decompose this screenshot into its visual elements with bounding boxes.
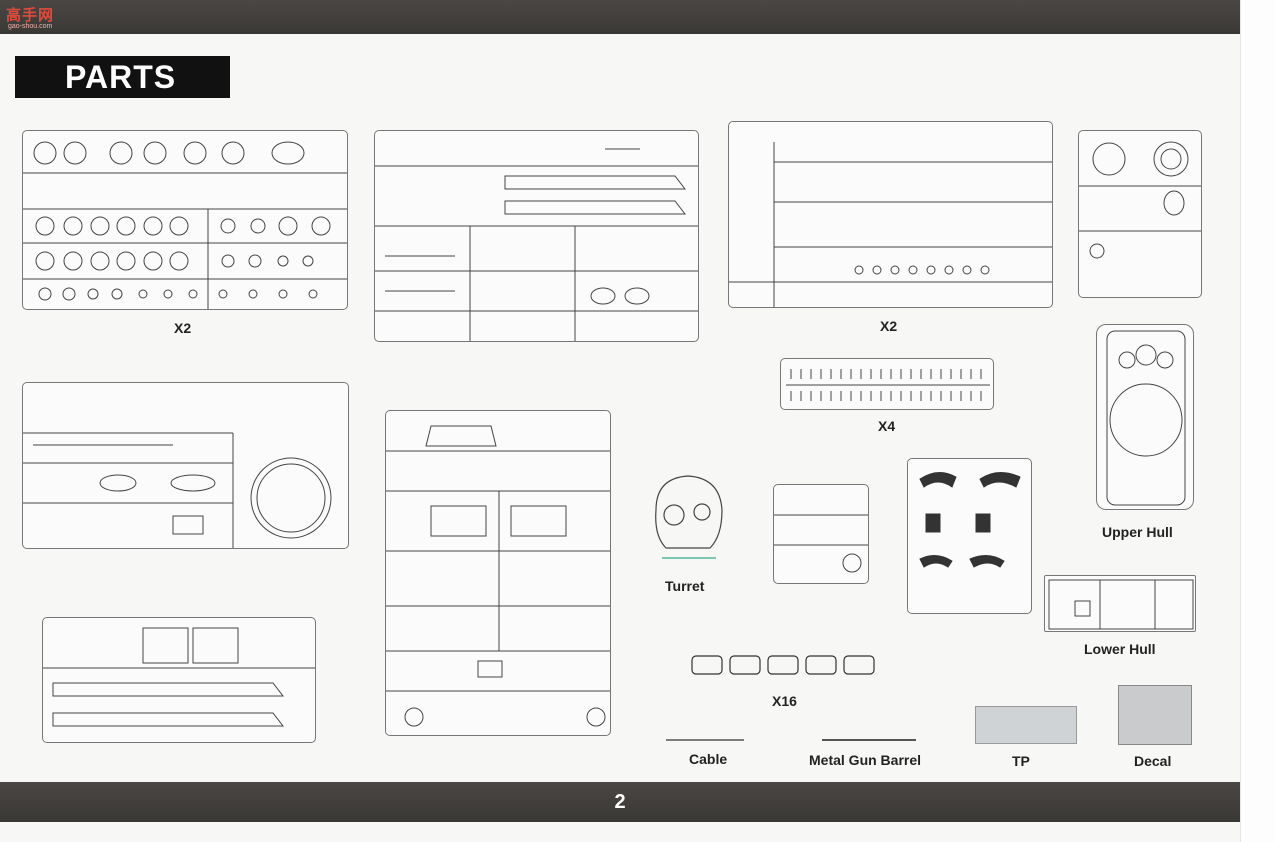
sprue-i-drawing bbox=[43, 627, 315, 727]
upper-hull-label: Upper Hull bbox=[1102, 524, 1173, 540]
lower-hull-label: Lower Hull bbox=[1084, 641, 1156, 657]
page-edge bbox=[1240, 0, 1275, 842]
sprue-wheels-drawing bbox=[23, 141, 347, 309]
turret-drawing bbox=[655, 475, 723, 559]
track-links-drawing bbox=[691, 655, 875, 675]
sprue-b-drawing bbox=[375, 148, 698, 341]
upper-hull-drawing bbox=[1096, 324, 1194, 510]
sprue-c bbox=[728, 121, 1053, 308]
photo-etch-sheet bbox=[975, 706, 1077, 744]
sprue-wheels bbox=[22, 130, 348, 310]
track-links-qty: X16 bbox=[772, 693, 797, 709]
page-title: PARTS bbox=[15, 56, 230, 98]
sprue-c-qty: X2 bbox=[880, 318, 898, 334]
sprue-wheels-qty: X2 bbox=[174, 320, 192, 336]
bottom-bar bbox=[0, 782, 1240, 822]
track-sprue-qty: X4 bbox=[878, 418, 896, 434]
lower-hull-drawing bbox=[1044, 575, 1196, 632]
gun-barrel-drawing bbox=[822, 739, 916, 741]
page-number: 2 bbox=[614, 791, 626, 813]
sprue-h-drawing bbox=[919, 472, 1021, 568]
decal-sheet bbox=[1118, 685, 1192, 745]
upper-hull-svg bbox=[1106, 330, 1186, 506]
lower-hull-svg bbox=[1048, 579, 1194, 630]
sprue-h bbox=[907, 458, 1032, 614]
watermark-text: 高手网 bbox=[6, 7, 55, 24]
sprue-e bbox=[22, 382, 349, 549]
sprue-b bbox=[374, 130, 699, 342]
sprue-f bbox=[385, 410, 611, 736]
sprue-c-drawing bbox=[729, 142, 1052, 307]
turret-label: Turret bbox=[665, 578, 705, 594]
cable-label: Cable bbox=[689, 751, 728, 767]
sprue-d bbox=[1078, 130, 1202, 298]
track-sprue-drawing bbox=[786, 369, 990, 401]
top-bar bbox=[0, 0, 1240, 34]
sprue-d-drawing bbox=[1079, 141, 1201, 259]
watermark-logo: 高手网 gao-shou.com bbox=[6, 4, 68, 32]
track-sprue bbox=[780, 358, 994, 410]
sprue-e-drawing bbox=[23, 432, 332, 548]
sprue-g-drawing bbox=[774, 514, 868, 573]
gun-barrel-label: Metal Gun Barrel bbox=[809, 752, 922, 768]
cable-drawing bbox=[666, 739, 744, 741]
watermark-sub: gao-shou.com bbox=[8, 23, 53, 30]
sprue-g bbox=[773, 484, 869, 584]
tp-label: TP bbox=[1012, 753, 1030, 769]
sprue-i bbox=[42, 617, 316, 743]
sprue-f-drawing bbox=[386, 425, 610, 727]
decal-label: Decal bbox=[1134, 753, 1172, 769]
